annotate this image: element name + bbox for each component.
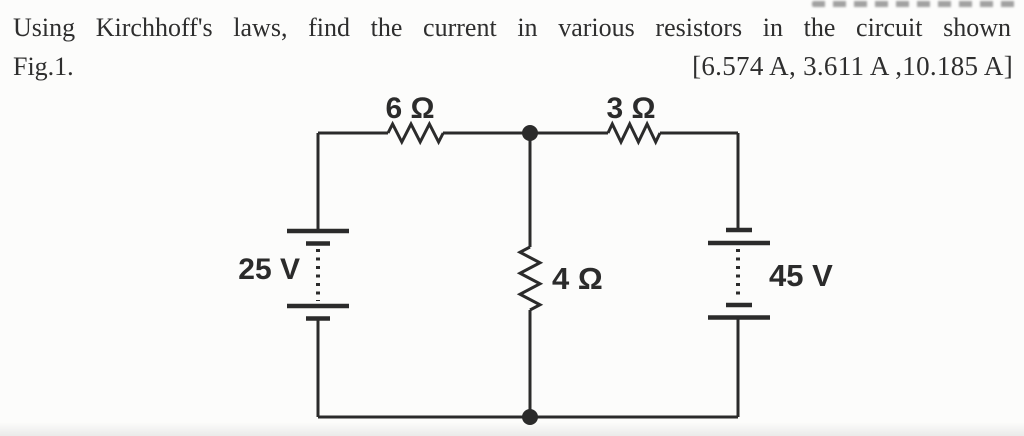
junction-node-top — [522, 125, 538, 141]
resistor-6ohm-label: 6 Ω — [385, 92, 435, 125]
figure-label: Fig.1. — [13, 52, 74, 81]
answer-text: [6.574 A, 3.611 A ,10.185 A] — [692, 51, 1013, 81]
resistor-3ohm-label: 3 Ω — [606, 92, 656, 125]
resistor-4ohm-zigzag — [516, 245, 544, 312]
resistor-4ohm-label: 4 Ω — [552, 261, 603, 296]
problem-subline: Fig.1. [6.574 A, 3.611 A ,10.185 A] — [13, 51, 1013, 82]
problem-text: Using Kirchhoff's laws, find the current… — [13, 13, 1011, 42]
junction-node-bottom — [522, 409, 538, 425]
battery-45v-label: 45 V — [769, 258, 833, 293]
battery-25v-label: 25 V — [238, 253, 300, 286]
clipped-text-fragment — [812, 1, 1016, 7]
resistor-6ohm-zigzag — [386, 120, 445, 146]
resistor-3ohm-zigzag — [606, 120, 662, 146]
